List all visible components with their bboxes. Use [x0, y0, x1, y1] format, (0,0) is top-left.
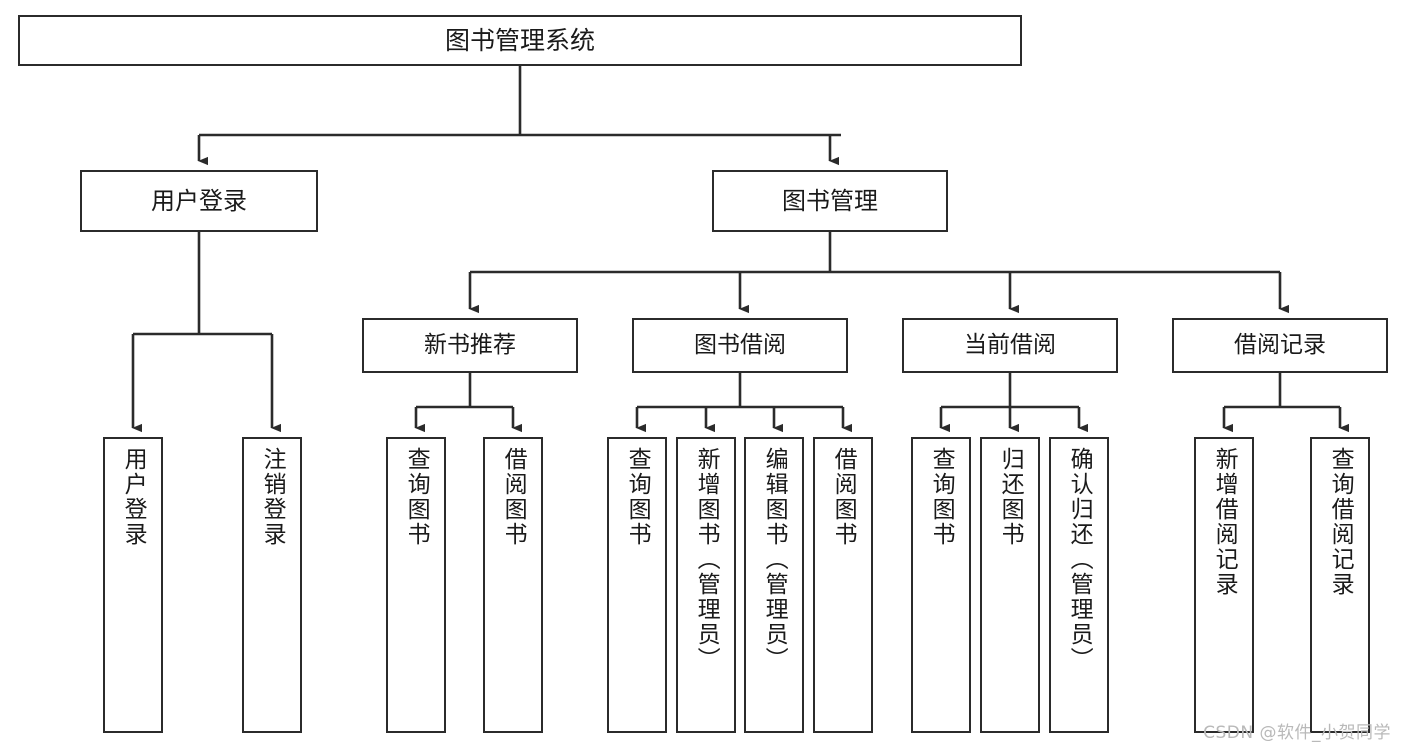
node-label: 图书管理	[782, 186, 878, 215]
node-label: 查询图书	[624, 447, 651, 547]
leaf-new-book-borrow-book[interactable]: 借阅图书	[483, 437, 543, 733]
node-current-borrow[interactable]: 当前借阅	[902, 318, 1118, 373]
leaf-borrow-record-query-record[interactable]: 查询借阅记录	[1310, 437, 1370, 733]
watermark-text: CSDN @软件_小贺同学	[1203, 723, 1391, 743]
node-label: 确认归还（管理员）	[1066, 447, 1093, 672]
node-user-login[interactable]: 用户登录	[80, 170, 318, 232]
leaf-borrow-record-add-record[interactable]: 新增借阅记录	[1194, 437, 1254, 733]
leaf-current-borrow-query-book[interactable]: 查询图书	[911, 437, 971, 733]
leaf-current-borrow-return-book[interactable]: 归还图书	[980, 437, 1040, 733]
node-book-management[interactable]: 图书管理	[712, 170, 948, 232]
node-label: 用户登录	[151, 186, 247, 215]
node-new-book-recommend[interactable]: 新书推荐	[362, 318, 578, 373]
node-label: 新增图书（管理员）	[693, 447, 720, 672]
leaf-book-borrow-edit-book-admin[interactable]: 编辑图书（管理员）	[744, 437, 804, 733]
node-label: 图书管理系统	[444, 25, 595, 55]
node-label: 借阅图书	[500, 447, 527, 547]
node-label: 编辑图书（管理员）	[761, 447, 788, 672]
node-label: 新书推荐	[424, 331, 516, 358]
leaf-current-borrow-confirm-return-admin[interactable]: 确认归还（管理员）	[1049, 437, 1109, 733]
node-label: 归还图书	[997, 447, 1024, 547]
node-label: 用户登录	[120, 447, 147, 547]
node-label: 借阅记录	[1234, 331, 1326, 358]
node-root-book-management-system[interactable]: 图书管理系统	[18, 15, 1022, 66]
leaf-book-borrow-borrow-book[interactable]: 借阅图书	[813, 437, 873, 733]
node-book-borrow[interactable]: 图书借阅	[632, 318, 848, 373]
node-borrow-record[interactable]: 借阅记录	[1172, 318, 1388, 373]
node-label: 借阅图书	[830, 447, 857, 547]
node-label: 注销登录	[259, 447, 286, 547]
leaf-book-borrow-add-book-admin[interactable]: 新增图书（管理员）	[676, 437, 736, 733]
node-label: 查询图书	[928, 447, 955, 547]
leaf-user-login-login[interactable]: 用户登录	[103, 437, 163, 733]
leaf-user-login-logout[interactable]: 注销登录	[242, 437, 302, 733]
node-label: 查询借阅记录	[1327, 447, 1354, 597]
node-label: 图书借阅	[694, 331, 786, 358]
leaf-book-borrow-query-book[interactable]: 查询图书	[607, 437, 667, 733]
leaf-new-book-query-book[interactable]: 查询图书	[386, 437, 446, 733]
node-label: 查询图书	[403, 447, 430, 547]
node-label: 当前借阅	[964, 331, 1056, 358]
node-label: 新增借阅记录	[1211, 447, 1238, 597]
